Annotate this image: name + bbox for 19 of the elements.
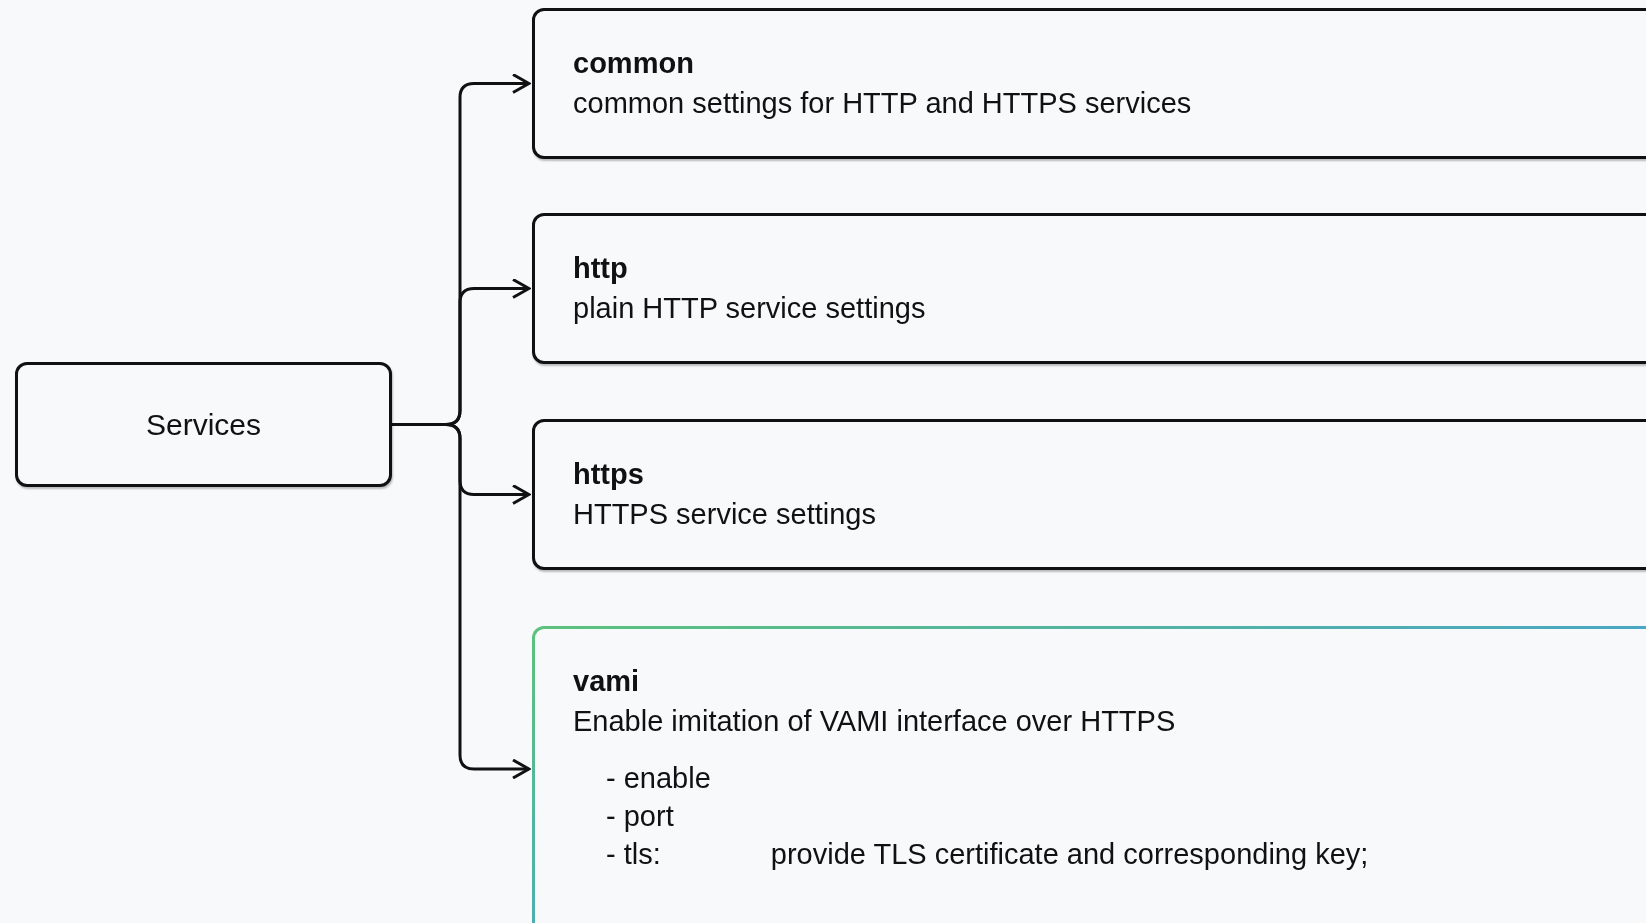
node-description: Enable imitation of VAMI interface over HTTPS [573,704,1177,739]
list-item: - enable [606,761,711,796]
highlighted-box [532,626,1646,923]
node-description: plain HTTP service settings [573,291,927,326]
node-label: Services [145,407,261,442]
node-title: common [573,46,695,81]
process-box [532,8,1646,159]
list-item: - port [606,799,675,834]
connector-arrow [392,423,531,780]
list-note: provide TLS certificate and corresponding key; [770,837,1369,872]
node-title: http [573,251,629,286]
list-item: - tls: [606,837,662,872]
node-title: vami [573,664,641,699]
process-box [532,213,1646,364]
process-box [532,419,1646,570]
node-title: https [573,457,645,492]
node-description: common settings for HTTP and HTTPS services [573,86,1193,121]
node-description: HTTPS service settings [573,497,877,532]
process-box [15,362,392,487]
